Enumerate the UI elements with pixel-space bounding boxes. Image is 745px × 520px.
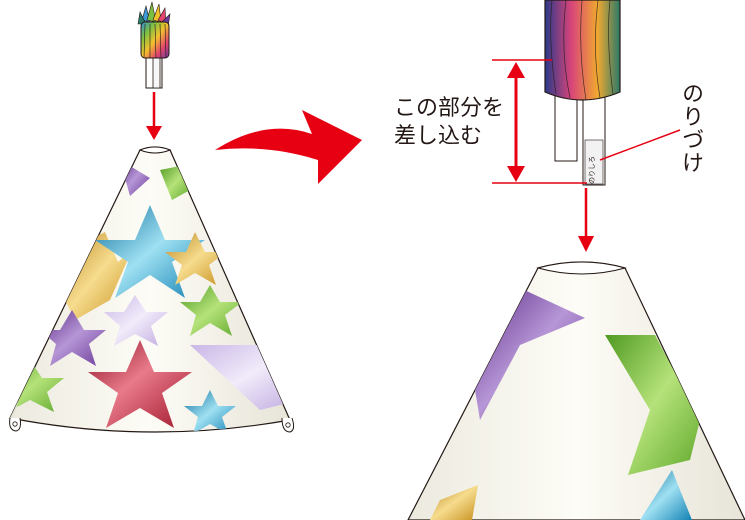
glue-tab-text: のりしろ — [588, 156, 596, 184]
glue-label: のりづけ — [678, 82, 703, 174]
small-tassel — [137, 1, 171, 89]
party-hat-closeup — [407, 261, 745, 520]
glue-tab: のりしろ — [584, 139, 604, 185]
down-arrow-icon — [146, 92, 162, 140]
party-hat-left — [9, 146, 295, 433]
insert-instruction-line1: この部分を — [394, 96, 505, 121]
insert-instruction-label: この部分を 差し込む — [394, 95, 504, 151]
insert-instruction-line2: 差し込む — [394, 124, 483, 149]
glue-leader-line — [599, 129, 681, 161]
insert-length-dimension — [492, 59, 587, 184]
large-tassel: のりしろ — [544, 0, 621, 186]
curved-arrow-icon — [215, 110, 362, 184]
down-arrow-icon — [578, 188, 594, 252]
double-headed-arrow-icon — [507, 62, 525, 182]
